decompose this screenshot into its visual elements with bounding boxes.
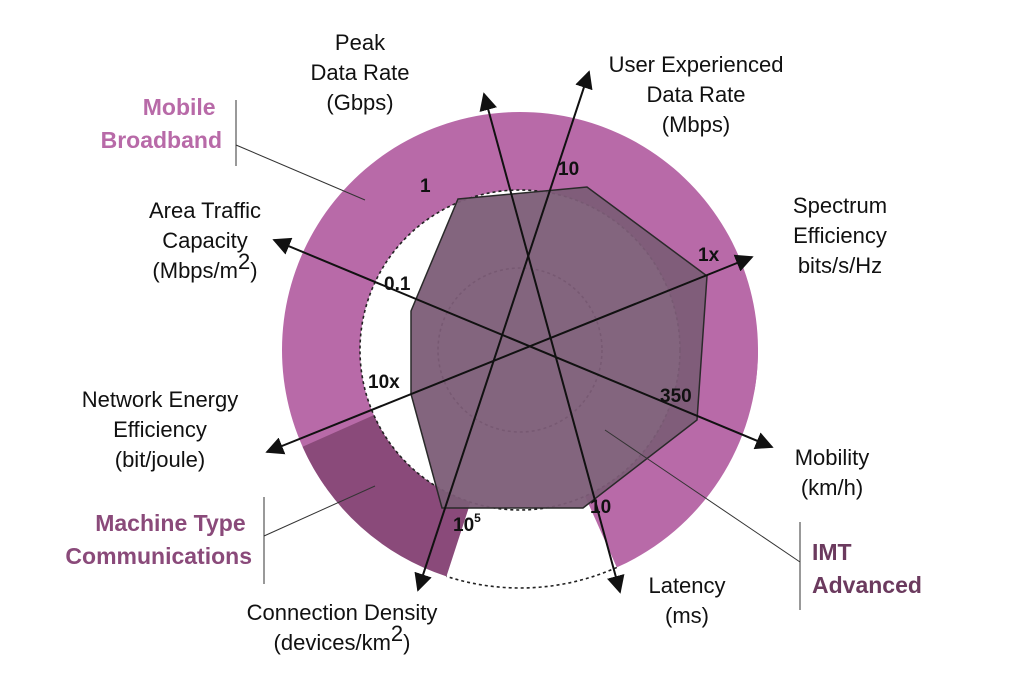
axis-label-mobility: Mobility (km/h) <box>795 445 870 500</box>
axis-label-line-energy-2: (bit/joule) <box>115 447 205 472</box>
axis-label-latency: Latency (ms) <box>648 573 725 628</box>
axis-label-part-connection-1: 2 <box>391 621 403 646</box>
axis-label-line-traffic-1: Capacity <box>162 228 248 253</box>
tick-label-user: 10 <box>558 159 579 180</box>
axis-label-line-spectrum-0: Spectrum <box>793 193 887 218</box>
tick-label-connection: 105 <box>453 511 481 536</box>
axis-label-line-latency-1: (ms) <box>665 603 709 628</box>
tick-value-energy: 10x <box>368 372 400 393</box>
axes-layer <box>265 70 774 594</box>
machine-type-leader <box>263 485 376 537</box>
bottom-dotted-arc <box>446 566 618 589</box>
axis-label-line-mobility-0: Mobility <box>795 445 870 470</box>
machine-type-label: Machine Type Communications <box>65 510 252 569</box>
tick-label-peak: 1 <box>420 176 431 197</box>
axis-label-connection: Connection Density(devices/km2) <box>247 600 438 655</box>
axis-label-part-connection-2: ) <box>403 630 410 655</box>
axis-label-line-peak-2: (Gbps) <box>326 90 393 115</box>
imt-advanced-leader <box>604 429 801 563</box>
axis-label-line-traffic-0: Area Traffic <box>149 198 261 223</box>
axis-label-line-connection-1: (devices/km2) <box>274 621 411 655</box>
tick-value-peak: 1 <box>420 176 431 197</box>
axis-label-line-mobility-1: (km/h) <box>801 475 863 500</box>
axis-label-line-connection-0: Connection Density <box>247 600 438 625</box>
tick-label-spectrum: 1x <box>698 245 720 266</box>
axis-label-line-traffic-2: (Mbps/m2) <box>152 249 257 283</box>
axis-label-line-latency-0: Latency <box>648 573 725 598</box>
axis-label-line-energy-1: Efficiency <box>113 417 207 442</box>
mobile-broadband-leader <box>235 144 366 201</box>
axis-label-line-user-1: Data Rate <box>646 82 745 107</box>
axis-label-line-user-0: User Experienced <box>609 52 784 77</box>
mobile-broadband-label: Mobile Broadband <box>101 94 222 153</box>
tick-label-mobility: 350 <box>660 386 692 407</box>
tick-value-traffic: 0.1 <box>384 274 411 295</box>
axis-label-line-spectrum-2: bits/s/Hz <box>798 253 882 278</box>
axis-line-traffic-mobility <box>272 237 774 450</box>
legend-layer: Mobile Broadband Machine Type Communicat… <box>65 94 922 610</box>
axis-label-line-peak-0: Peak <box>335 30 386 55</box>
tick-superscript-connection: 5 <box>474 511 481 525</box>
mobile-broadband-ring <box>281 112 758 487</box>
tick-label-energy: 10x <box>368 372 400 393</box>
axis-label-part-traffic-0: (Mbps/m <box>152 258 238 283</box>
axis-label-part-traffic-2: ) <box>250 258 257 283</box>
axis-label-line-spectrum-1: Efficiency <box>793 223 887 248</box>
tick-label-latency: 10 <box>590 497 611 518</box>
tick-label-traffic: 0.1 <box>384 274 411 295</box>
tick-value-user: 10 <box>558 159 579 180</box>
tick-value-connection: 10 <box>453 515 474 536</box>
axis-label-part-traffic-1: 2 <box>238 249 250 274</box>
axis-label-line-peak-1: Data Rate <box>310 60 409 85</box>
axis-label-part-connection-0: (devices/km <box>274 630 391 655</box>
axis-label-line-energy-0: Network Energy <box>82 387 239 412</box>
axis-label-line-user-2: (Mbps) <box>662 112 730 137</box>
tick-value-mobility: 350 <box>660 386 692 407</box>
imt-advanced-label: IMT Advanced <box>812 539 922 598</box>
tick-value-spectrum: 1x <box>698 245 720 266</box>
tick-value-latency: 10 <box>590 497 611 518</box>
